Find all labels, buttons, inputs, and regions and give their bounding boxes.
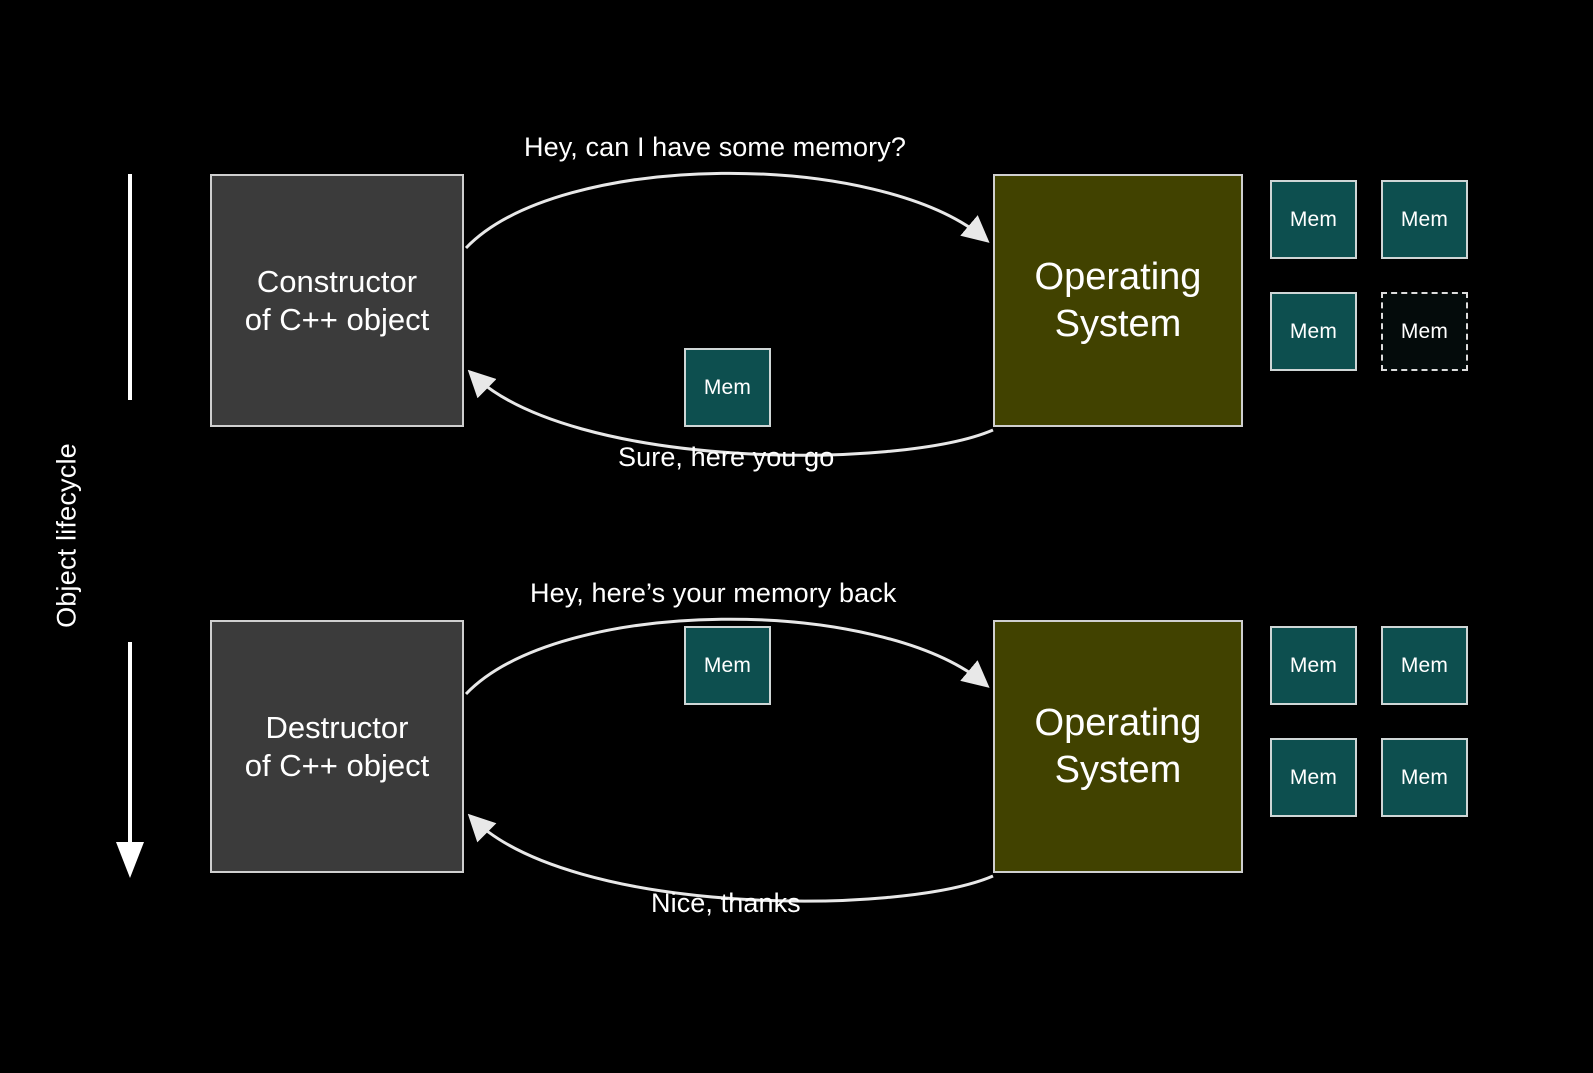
memory-pool-block-1-destruction[interactable]: Mem	[1270, 626, 1357, 705]
reply-label-destruction: Nice, thanks	[651, 888, 801, 918]
destructor-box-line1: Destructor	[265, 709, 409, 745]
constructor-box-line2: of C++ object	[244, 301, 430, 337]
constructor-box[interactable]: Constructor of C++ object	[210, 174, 464, 427]
operating-system-box-destruction[interactable]: Operating System	[993, 620, 1243, 873]
constructor-box-line1: Constructor	[256, 263, 418, 299]
memory-pool-block-4-construction[interactable]: Mem	[1381, 292, 1468, 371]
destructor-box[interactable]: Destructor of C++ object	[210, 620, 464, 873]
os-box-construction-line1: Operating	[1034, 256, 1202, 299]
memory-pool-block-1-construction[interactable]: Mem	[1270, 180, 1357, 259]
reply-label-construction: Sure, here you go	[618, 442, 835, 472]
object-lifecycle-axis-line	[116, 174, 144, 878]
request-label-destruction: Hey, here’s your memory back	[530, 578, 897, 608]
memory-pool-block-3-destruction[interactable]: Mem	[1270, 738, 1357, 817]
arrow-request-construction	[464, 171, 990, 250]
transit-memory-block-destruction[interactable]: Mem	[684, 626, 771, 705]
destructor-box-line2: of C++ object	[244, 747, 430, 783]
os-box-destruction-line1: Operating	[1034, 702, 1202, 745]
os-box-destruction-line2: System	[1054, 748, 1182, 791]
object-lifecycle-label: Object lifecycle	[51, 443, 82, 628]
transit-memory-block-construction[interactable]: Mem	[684, 348, 771, 427]
memory-pool-block-2-destruction[interactable]: Mem	[1381, 626, 1468, 705]
request-label-construction: Hey, can I have some memory?	[524, 132, 906, 162]
operating-system-box-construction[interactable]: Operating System	[993, 174, 1243, 427]
memory-pool-block-3-construction[interactable]: Mem	[1270, 292, 1357, 371]
memory-pool-block-4-destruction[interactable]: Mem	[1381, 738, 1468, 817]
os-box-construction-line2: System	[1054, 302, 1182, 345]
memory-pool-block-2-construction[interactable]: Mem	[1381, 180, 1468, 259]
